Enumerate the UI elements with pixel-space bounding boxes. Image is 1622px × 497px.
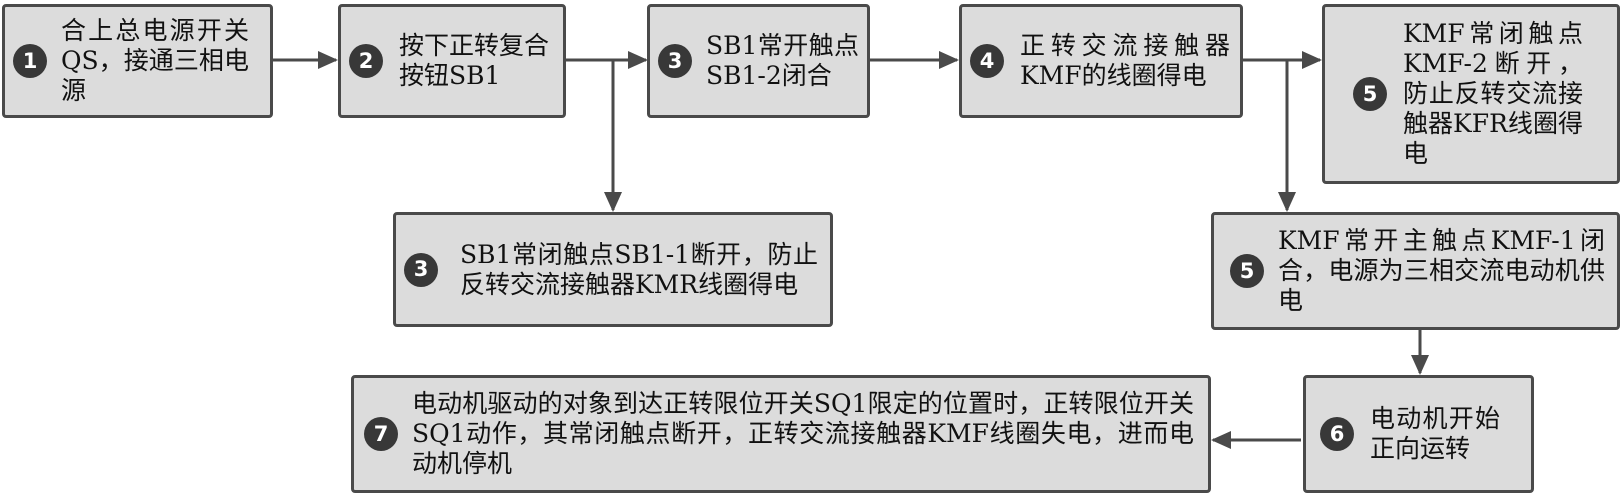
step-3a-box: 3 SB1常开触点SB1-2闭合	[647, 4, 870, 118]
step-6-box: 6 电动机开始正向运转	[1303, 375, 1534, 493]
step-7-box: 7 电动机驱动的对象到达正转限位开关SQ1限定的位置时，正转限位开关SQ1动作，…	[351, 375, 1211, 493]
step-text: 按下正转复合按钮SB1	[399, 31, 550, 90]
step-text: SB1常开触点SB1-2闭合	[706, 31, 859, 90]
step-text: SB1常闭触点SB1-1断开，防止反转交流接触器KMR线圈得电	[460, 239, 818, 299]
step-number-badge: 6	[1320, 417, 1354, 451]
step-text: KMF常闭触点KMF-2断开，防止反转交流接触器KFR线圈得电	[1403, 19, 1583, 168]
step-text: KMF常开主触点KMF-1闭合，电源为三相交流电动机供电	[1278, 226, 1605, 315]
step-4-box: 4 正转交流接触器KMF的线圈得电	[959, 4, 1243, 118]
step-text: 电动机开始正向运转	[1370, 404, 1500, 463]
step-number-badge: 2	[349, 44, 383, 78]
step-number-badge: 4	[970, 44, 1004, 78]
step-text: 电动机驱动的对象到达正转限位开关SQ1限定的位置时，正转限位开关SQ1动作，其常…	[412, 389, 1194, 478]
step-1-box: 1 合上总电源开关QS，接通三相电源	[2, 4, 273, 118]
step-number-badge: 5	[1353, 77, 1387, 111]
step-3b-box: 3 SB1常闭触点SB1-1断开，防止反转交流接触器KMR线圈得电	[393, 212, 833, 327]
step-5a-box: 5 KMF常闭触点KMF-2断开，防止反转交流接触器KFR线圈得电	[1322, 4, 1620, 184]
step-number-badge: 1	[13, 44, 47, 78]
step-number-badge: 3	[404, 252, 438, 287]
step-text: 合上总电源开关QS，接通三相电源	[61, 16, 249, 105]
step-2-box: 2 按下正转复合按钮SB1	[338, 4, 566, 118]
step-number-badge: 3	[658, 44, 692, 78]
step-number-badge: 5	[1230, 254, 1264, 288]
step-number-badge: 7	[364, 417, 398, 451]
step-5b-box: 5 KMF常开主触点KMF-1闭合，电源为三相交流电动机供电	[1211, 212, 1620, 330]
step-text: 正转交流接触器KMF的线圈得电	[1020, 31, 1230, 90]
